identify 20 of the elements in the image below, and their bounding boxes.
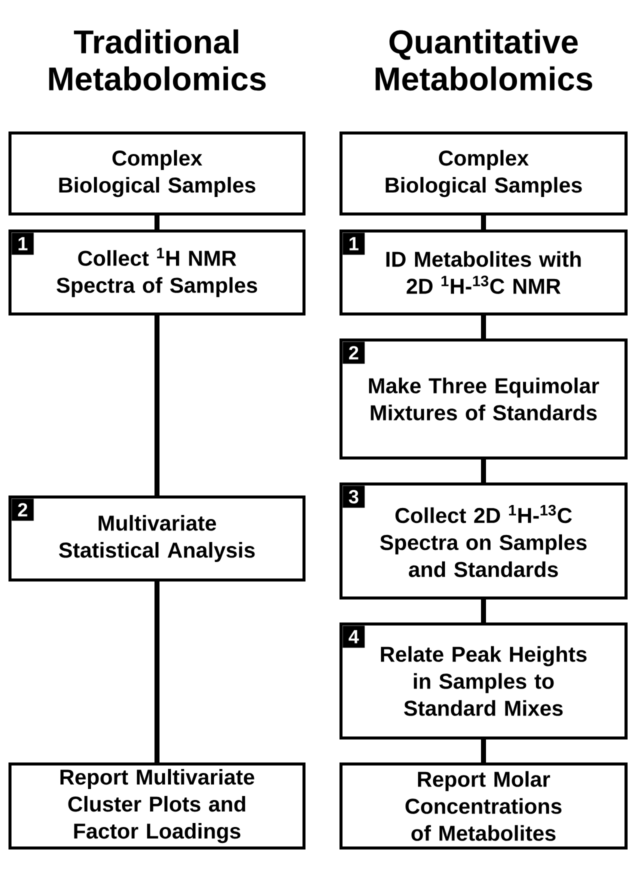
connector-line [481, 216, 486, 230]
connector-line [154, 216, 160, 230]
connector-line [481, 740, 486, 762]
step-number-badge: 3 [342, 486, 365, 508]
step-number-badge: 1 [342, 232, 365, 255]
step-number-badge: 1 [12, 232, 34, 255]
connector-line [481, 600, 486, 622]
process-box: Complex Biological Samples [340, 132, 628, 216]
connector-line [481, 460, 486, 482]
step-number-badge: 2 [342, 342, 365, 364]
process-box: Report Molar Concentrations of Metabolites [340, 762, 628, 850]
column-heading: Traditional Metabolomics [49, 29, 266, 91]
step-number-badge: 4 [342, 626, 365, 648]
connector-line [154, 316, 160, 496]
column-heading: Quantitative Metabolomics [376, 29, 592, 91]
process-box: Report Multivariate Cluster Plots and Factor Loadings [8, 762, 306, 850]
process-box: Complex Biological Samples [8, 132, 306, 216]
connector-line [481, 316, 486, 338]
connector-line [154, 582, 160, 762]
step-number-badge: 2 [12, 498, 34, 521]
